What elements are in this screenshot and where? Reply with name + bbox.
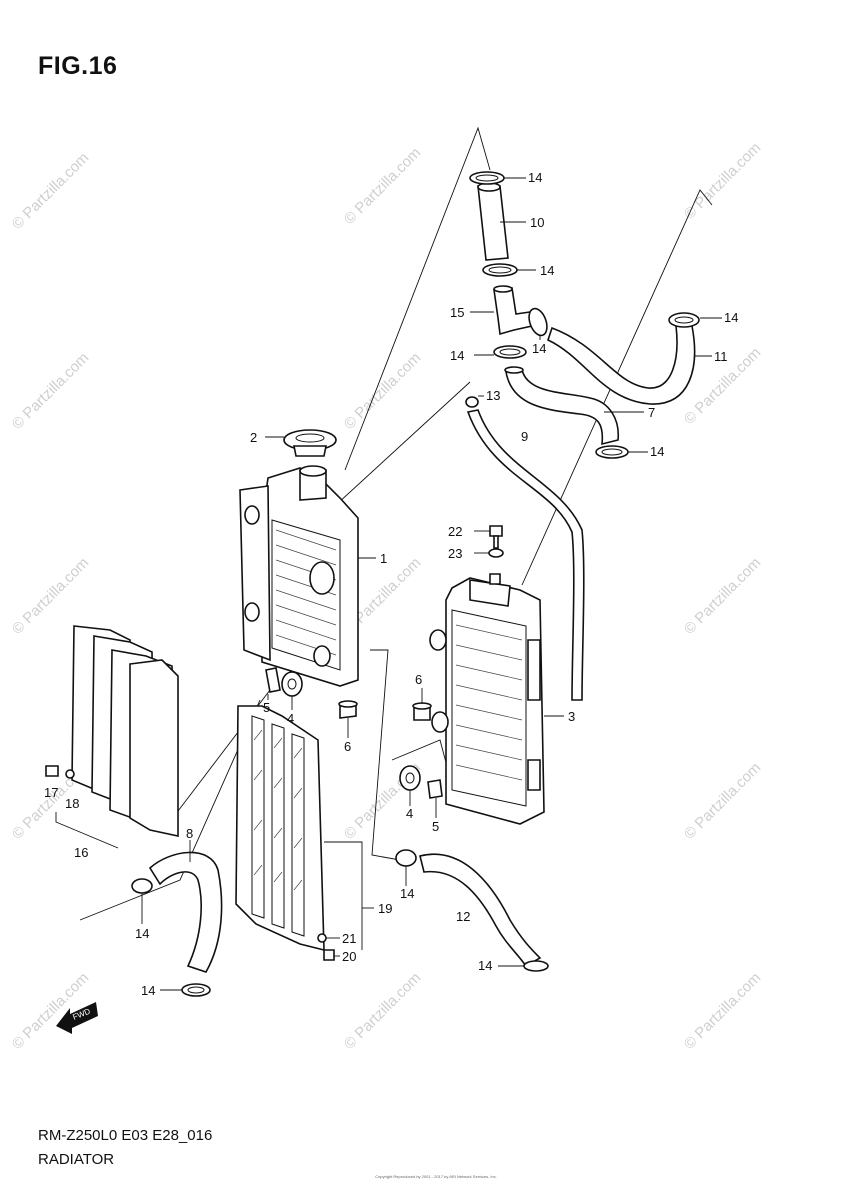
callout-label: 14 bbox=[400, 886, 414, 901]
washer-23 bbox=[488, 548, 504, 558]
callout-label: 23 bbox=[448, 546, 462, 561]
clamp-14-union bbox=[528, 307, 548, 337]
hose-11 bbox=[547, 312, 700, 405]
callout-label: 14 bbox=[650, 444, 664, 459]
clip-17 bbox=[45, 765, 59, 777]
callout-labels: 14 10 14 15 14 14 14 11 13 7 9 2 14 1 22… bbox=[44, 170, 738, 998]
callout-label: 14 bbox=[540, 263, 554, 278]
callout-label: 5 bbox=[432, 819, 439, 834]
callout-label: 1 bbox=[380, 551, 387, 566]
hose-12 bbox=[419, 853, 542, 968]
watermark: © Partzilla.com bbox=[9, 349, 92, 432]
figure-code: RM-Z250L0 E03 E28_016 bbox=[38, 1127, 213, 1144]
nut-18 bbox=[65, 769, 75, 779]
fwd-arrow-icon: FWD bbox=[56, 1002, 98, 1034]
hose-10 bbox=[477, 182, 509, 261]
figure-name: RADIATOR bbox=[38, 1151, 115, 1168]
callout-label: 6 bbox=[344, 739, 351, 754]
figure-title: FIG.16 bbox=[38, 52, 118, 80]
radiator-cap-2 bbox=[283, 429, 337, 457]
watermark: © Partzilla.com bbox=[681, 969, 764, 1052]
callout-label: 6 bbox=[415, 672, 422, 687]
callout-label: 19 bbox=[378, 901, 392, 916]
callout-label: 10 bbox=[530, 215, 544, 230]
bolt-6-right bbox=[412, 702, 432, 721]
bolt-6-left bbox=[338, 700, 358, 719]
clamp-14-upper-mid bbox=[482, 263, 518, 277]
callout-label: 15 bbox=[450, 305, 464, 320]
grommet-4-left bbox=[281, 671, 303, 697]
radiator-louver-19 bbox=[235, 705, 325, 952]
callout-label: 9 bbox=[521, 429, 528, 444]
callout-label: 20 bbox=[342, 949, 356, 964]
radiator-guard-16 bbox=[71, 625, 179, 837]
clamp-14-hose8-top bbox=[131, 878, 153, 894]
watermark: © Partzilla.com bbox=[681, 554, 764, 637]
clamp-14-left-union bbox=[493, 345, 527, 359]
callout-label: 4 bbox=[287, 711, 294, 726]
clip-13 bbox=[465, 396, 479, 408]
watermark: © Partzilla.com bbox=[9, 149, 92, 232]
grommet-4-right bbox=[399, 765, 421, 791]
callout-label: 7 bbox=[648, 405, 655, 420]
radiator-right-3 bbox=[429, 577, 545, 825]
callout-label: 3 bbox=[568, 709, 575, 724]
callout-label: 16 bbox=[74, 845, 88, 860]
copyright-notice: Copyright Reproduced by 2001 - 2017 by A… bbox=[375, 1174, 497, 1179]
bolt-top-radiator-3 bbox=[489, 573, 501, 585]
watermark: © Partzilla.com bbox=[341, 144, 424, 227]
callout-label: 12 bbox=[456, 909, 470, 924]
callout-label: 14 bbox=[528, 170, 542, 185]
callout-label: 14 bbox=[450, 348, 464, 363]
callout-label: 14 bbox=[478, 958, 492, 973]
callout-label: 18 bbox=[65, 796, 79, 811]
watermark: © Partzilla.com bbox=[341, 349, 424, 432]
callout-label: 5 bbox=[263, 700, 270, 715]
callout-label: 8 bbox=[186, 826, 193, 841]
callout-label: 22 bbox=[448, 524, 462, 539]
collar-5-left bbox=[265, 667, 281, 693]
callout-label: 14 bbox=[135, 926, 149, 941]
reference-lines bbox=[55, 126, 713, 921]
callout-label: 2 bbox=[250, 430, 257, 445]
clamp-14-hose12-right bbox=[523, 960, 549, 972]
watermark: © Partzilla.com bbox=[681, 139, 764, 222]
nut-20 bbox=[323, 949, 335, 961]
leader-lines bbox=[141, 177, 722, 991]
hose-7 bbox=[504, 366, 619, 446]
breather-hose-9 bbox=[466, 409, 585, 701]
radiator-left-1 bbox=[239, 465, 359, 687]
callout-label: 21 bbox=[342, 931, 356, 946]
collar-5-right bbox=[427, 779, 443, 799]
clip-21 bbox=[317, 933, 327, 943]
bolt-22 bbox=[489, 525, 503, 549]
clamp-14-right-hose7 bbox=[595, 445, 629, 459]
clamp-14-hose8-bottom bbox=[181, 983, 211, 997]
callout-label: 17 bbox=[44, 785, 58, 800]
watermark: © Partzilla.com bbox=[341, 969, 424, 1052]
callout-label: 14 bbox=[532, 341, 546, 356]
callout-label: 14 bbox=[141, 983, 155, 998]
callout-label: 14 bbox=[724, 310, 738, 325]
callout-label: 11 bbox=[714, 349, 728, 364]
union-15 bbox=[493, 285, 533, 336]
clamp-14-top bbox=[469, 171, 505, 185]
clamp-14-hose12-left bbox=[395, 849, 417, 867]
watermark: © Partzilla.com bbox=[9, 554, 92, 637]
watermark: © Partzilla.com bbox=[681, 759, 764, 842]
callout-label: 13 bbox=[486, 388, 500, 403]
hose-8 bbox=[148, 851, 223, 973]
callout-label: 4 bbox=[406, 806, 413, 821]
